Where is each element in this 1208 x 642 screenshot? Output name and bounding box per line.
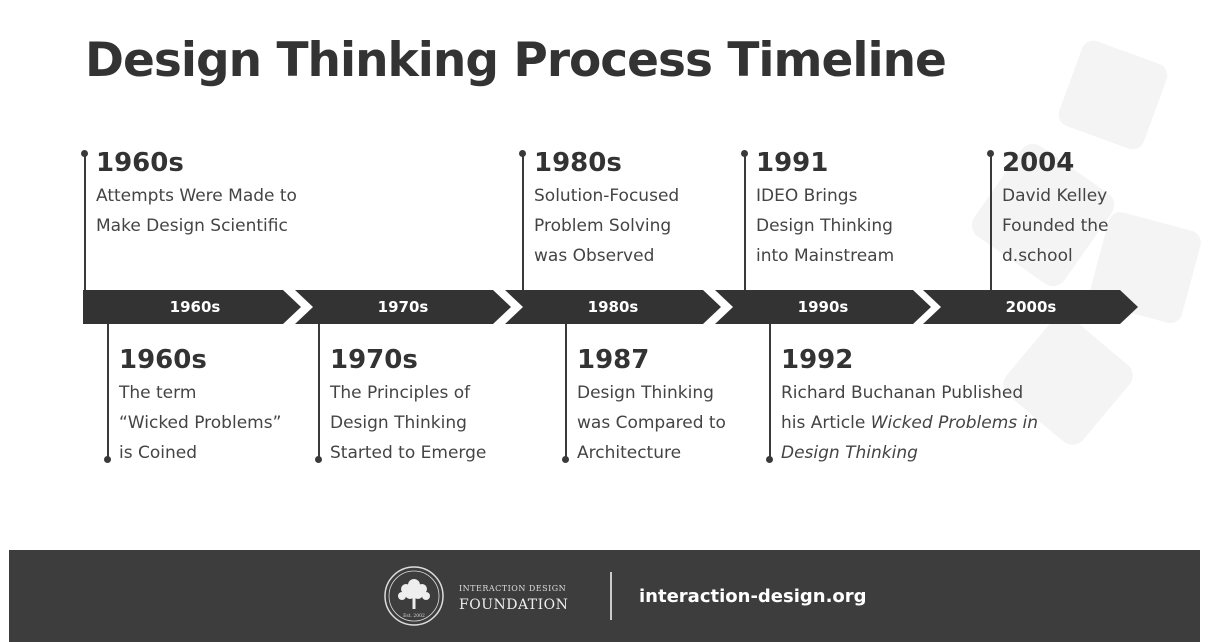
event-connector xyxy=(990,153,992,293)
event-marker xyxy=(315,456,322,463)
event-year: 1991 xyxy=(756,148,829,178)
event-marker xyxy=(766,456,773,463)
footer-bar: Est. 2002 INTERACTION DESIGN FOUNDATION … xyxy=(9,550,1200,642)
decade-chevron-1990s xyxy=(715,290,931,324)
event-connector xyxy=(522,153,524,293)
decade-chevron-1970s xyxy=(295,290,511,324)
event-description: The Principles of Design Thinking Starte… xyxy=(330,383,487,463)
event-description: The term “Wicked Problems” is Coined xyxy=(119,383,282,463)
event-description: IDEO Brings Design Thinking into Mainstr… xyxy=(756,186,895,266)
event-year: 1970s xyxy=(330,345,418,375)
decade-label: 2000s xyxy=(1005,298,1057,316)
event-year: 1960s xyxy=(119,345,207,375)
event-description: Attempts Were Made to Make Design Scient… xyxy=(96,186,297,236)
event-connector xyxy=(744,153,746,293)
decade-label: 1980s xyxy=(587,298,639,316)
logo-text: Est. 2002 xyxy=(403,613,425,619)
event-description: Design Thinking was Compared to Architec… xyxy=(577,383,726,463)
event-connector xyxy=(318,324,320,459)
event-marker xyxy=(562,456,569,463)
decade-label: 1990s xyxy=(797,298,849,316)
decade-chevron-1960s xyxy=(83,290,301,324)
decade-label: 1970s xyxy=(377,298,429,316)
event-description: Richard Buchanan Published his Article W… xyxy=(781,383,1039,463)
page-title: Design Thinking Process Timeline xyxy=(85,33,947,88)
event-year: 1992 xyxy=(781,345,854,375)
event-year: 1980s xyxy=(534,148,622,178)
event-connector xyxy=(769,324,771,459)
event-year: 1987 xyxy=(577,345,650,375)
foundation-logo-tree-icon: Est. 2002 xyxy=(384,566,444,626)
decade-label: 1960s xyxy=(169,298,221,316)
decade-chevron-2000s xyxy=(923,290,1138,324)
org-name-small: INTERACTION DESIGN xyxy=(459,584,567,593)
org-name: FOUNDATION xyxy=(459,597,569,613)
event-description: David Kelley Founded the d.school xyxy=(1002,186,1109,266)
website-link[interactable]: interaction-design.org xyxy=(639,586,867,607)
event-connector xyxy=(84,153,86,293)
decade-chevron-1980s xyxy=(505,290,721,324)
footer-divider xyxy=(610,572,612,620)
event-connector xyxy=(565,324,567,459)
event-marker xyxy=(104,456,111,463)
event-description: Solution-Focused Problem Solving was Obs… xyxy=(534,186,680,266)
event-connector xyxy=(107,324,109,459)
event-year: 1960s xyxy=(96,148,184,178)
event-year: 2004 xyxy=(1002,148,1075,178)
